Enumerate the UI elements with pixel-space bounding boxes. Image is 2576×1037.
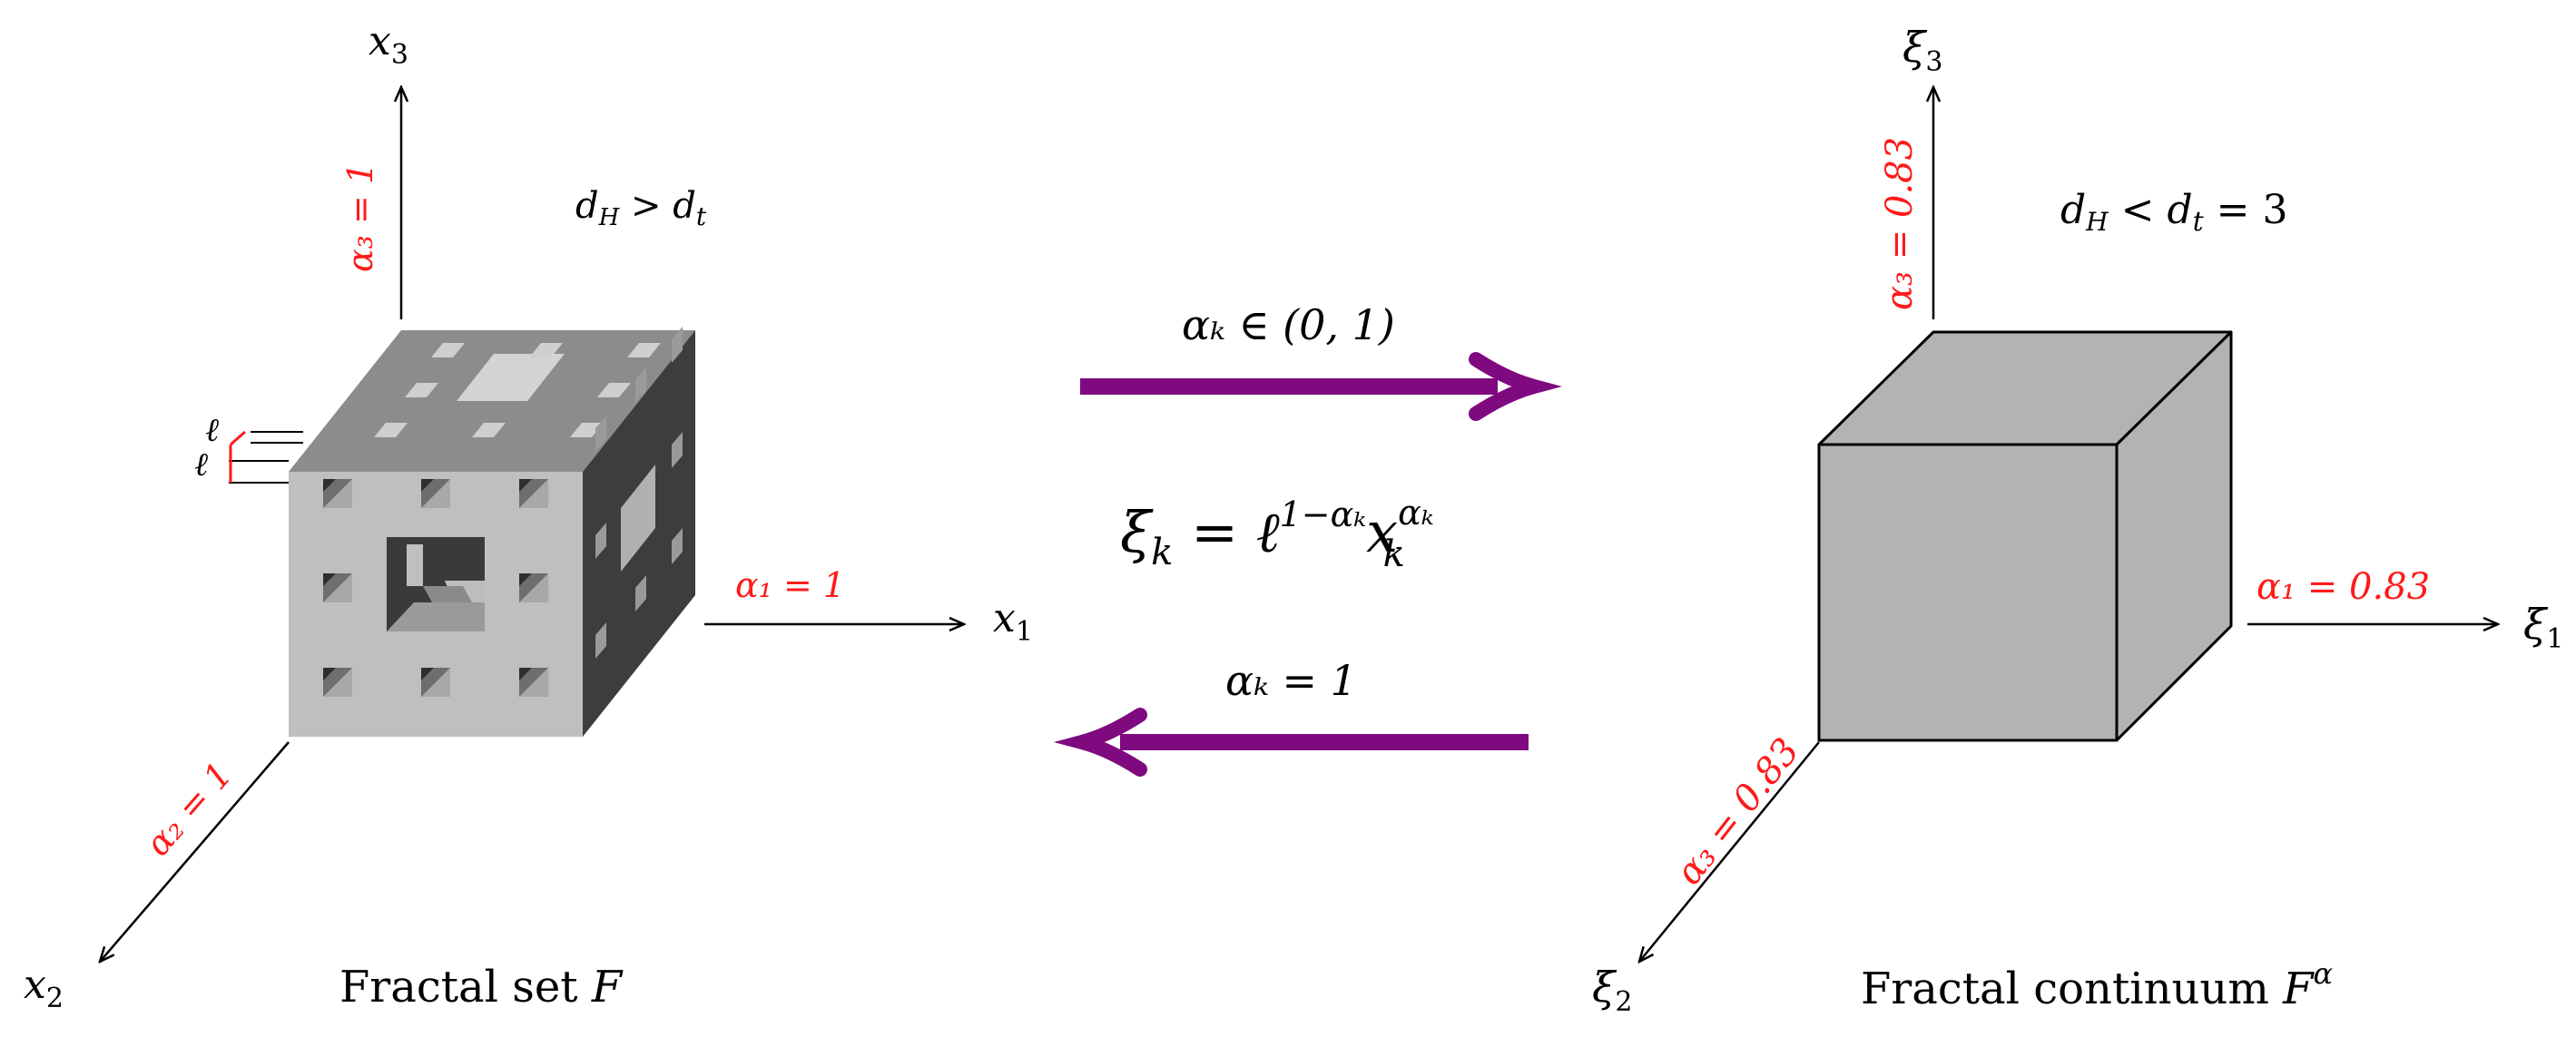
alpha3-label-left: α₃ = 1 [340, 162, 380, 272]
forward-condition: αₖ ∈ (0, 1) [1182, 300, 1395, 349]
axis-xi3-label: ξ3 [1903, 23, 1942, 78]
dim-relation-left: dH > dt [575, 185, 707, 231]
axis-x2-label: x2 [24, 962, 64, 1014]
backward-arrow [1053, 708, 1529, 777]
axis-xi2-label: ξ2 [1592, 963, 1632, 1018]
alpha2-label-right: α₃ = 0.83 [1668, 730, 1808, 893]
alpha1-label-left: α₁ = 1 [735, 565, 845, 605]
dim-relation-right: dH < dt = 3 [2060, 187, 2288, 238]
left-axes [100, 87, 964, 962]
caption-right: Fractal continuum Fα [1861, 956, 2333, 1014]
ell-label-top: ℓ [205, 412, 219, 449]
sponge-top-holes [374, 343, 661, 437]
axis-x3-label: x3 [369, 18, 408, 71]
cube-front-face [1817, 443, 2119, 742]
alpha2-label-left: α₂ = 1 [138, 755, 241, 864]
right-axes [1639, 87, 2498, 962]
axis-x1-label: x1 [993, 595, 1033, 648]
solid-cube [1817, 330, 2233, 742]
sponge-center-hole [387, 537, 485, 631]
ell-label-bottom: ℓ [194, 446, 208, 484]
backward-condition: αₖ = 1 [1225, 656, 1357, 705]
alpha3-label-right: α₃ = 0.83 [1879, 137, 1921, 310]
caption-left: Fractal set F [339, 962, 624, 1013]
axis-xi1-label: ξ1 [2523, 600, 2563, 655]
axis-xi2-line [1639, 741, 1820, 962]
menger-sponge [289, 327, 695, 737]
sponge-front-holes [323, 479, 548, 697]
alpha1-label-right: α₁ = 0.83 [2256, 566, 2430, 608]
axis-x2-line [100, 741, 290, 962]
forward-arrow [1080, 352, 1563, 421]
sponge-side-holes [595, 327, 683, 659]
ell-marker: ℓ ℓ [194, 412, 303, 484]
